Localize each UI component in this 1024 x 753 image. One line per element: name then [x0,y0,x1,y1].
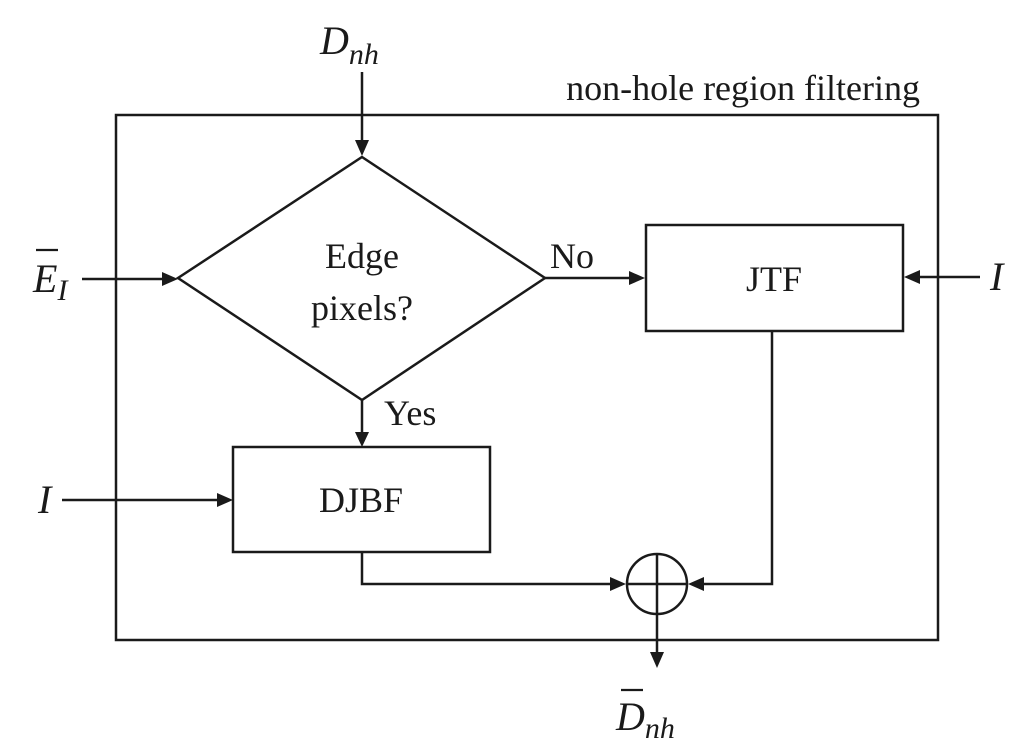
decision-text-line1: Edge [325,236,399,276]
djbf-label: DJBF [319,480,403,520]
svg-text:Dnh: Dnh [615,694,675,745]
input-edge-left-base: E [32,256,57,301]
input-edge-left: EI [32,248,69,307]
svg-text:EI: EI [32,256,69,307]
jtf-label: JTF [746,259,802,299]
arrowhead-depth-to-decision [355,140,369,156]
no-label: No [550,236,594,276]
input-depth-top-base: D [319,18,349,63]
region-title: non-hole region filtering [566,68,920,108]
arrowhead-image-to-jtf [904,270,920,284]
output-depth: Dnh [615,688,675,745]
input-image-left: I [37,477,53,522]
arrow-jtf-to-sum [702,331,774,586]
arrowhead-image-to-djbf [217,493,233,507]
input-depth-top: Dnh [319,18,379,71]
djbf-block [231,445,492,554]
arrowhead-yes-to-djbf [355,432,369,447]
jtf-block [644,223,905,333]
output-depth-sub: nh [645,712,675,745]
sum-node [625,552,689,616]
arrowhead-edge-to-decision [162,272,178,286]
arrow-djbf-to-sum [360,552,612,586]
region-box [114,113,940,642]
decision-diamond [175,155,548,402]
svg-text:Dnh: Dnh [319,18,379,71]
arrowhead-sum-to-output [650,652,664,668]
input-depth-top-sub: nh [349,38,379,71]
arrowhead-djbf-to-sum [610,577,626,591]
arrowhead-jtf-to-sum [688,577,704,591]
input-image-right: I [989,254,1005,299]
input-edge-left-sub: I [56,274,69,307]
output-depth-base: D [615,694,645,739]
arrowhead-no-to-jtf [629,271,645,285]
yes-label: Yes [384,393,436,433]
decision-text-line2: pixels? [311,288,413,328]
